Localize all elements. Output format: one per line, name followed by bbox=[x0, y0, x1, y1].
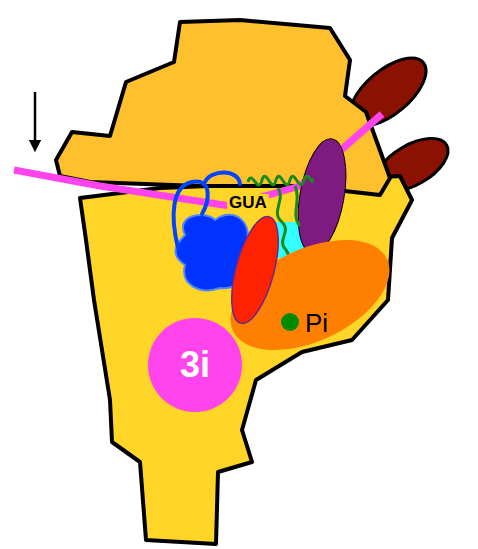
pointer-arrow bbox=[34, 92, 37, 146]
magenta-circle bbox=[148, 318, 242, 412]
phosphate-dot bbox=[281, 313, 299, 331]
node-label: Pi bbox=[305, 309, 328, 338]
codon-label: GUA bbox=[227, 194, 269, 213]
purple-factor bbox=[290, 135, 353, 257]
lower-subunit bbox=[80, 176, 412, 544]
trna-squiggle bbox=[248, 176, 312, 185]
node-label: 3i bbox=[180, 345, 210, 385]
red-factor bbox=[222, 212, 287, 328]
factor-ellipse: Pi bbox=[225, 245, 395, 345]
factor-circle: 3i bbox=[148, 318, 242, 412]
